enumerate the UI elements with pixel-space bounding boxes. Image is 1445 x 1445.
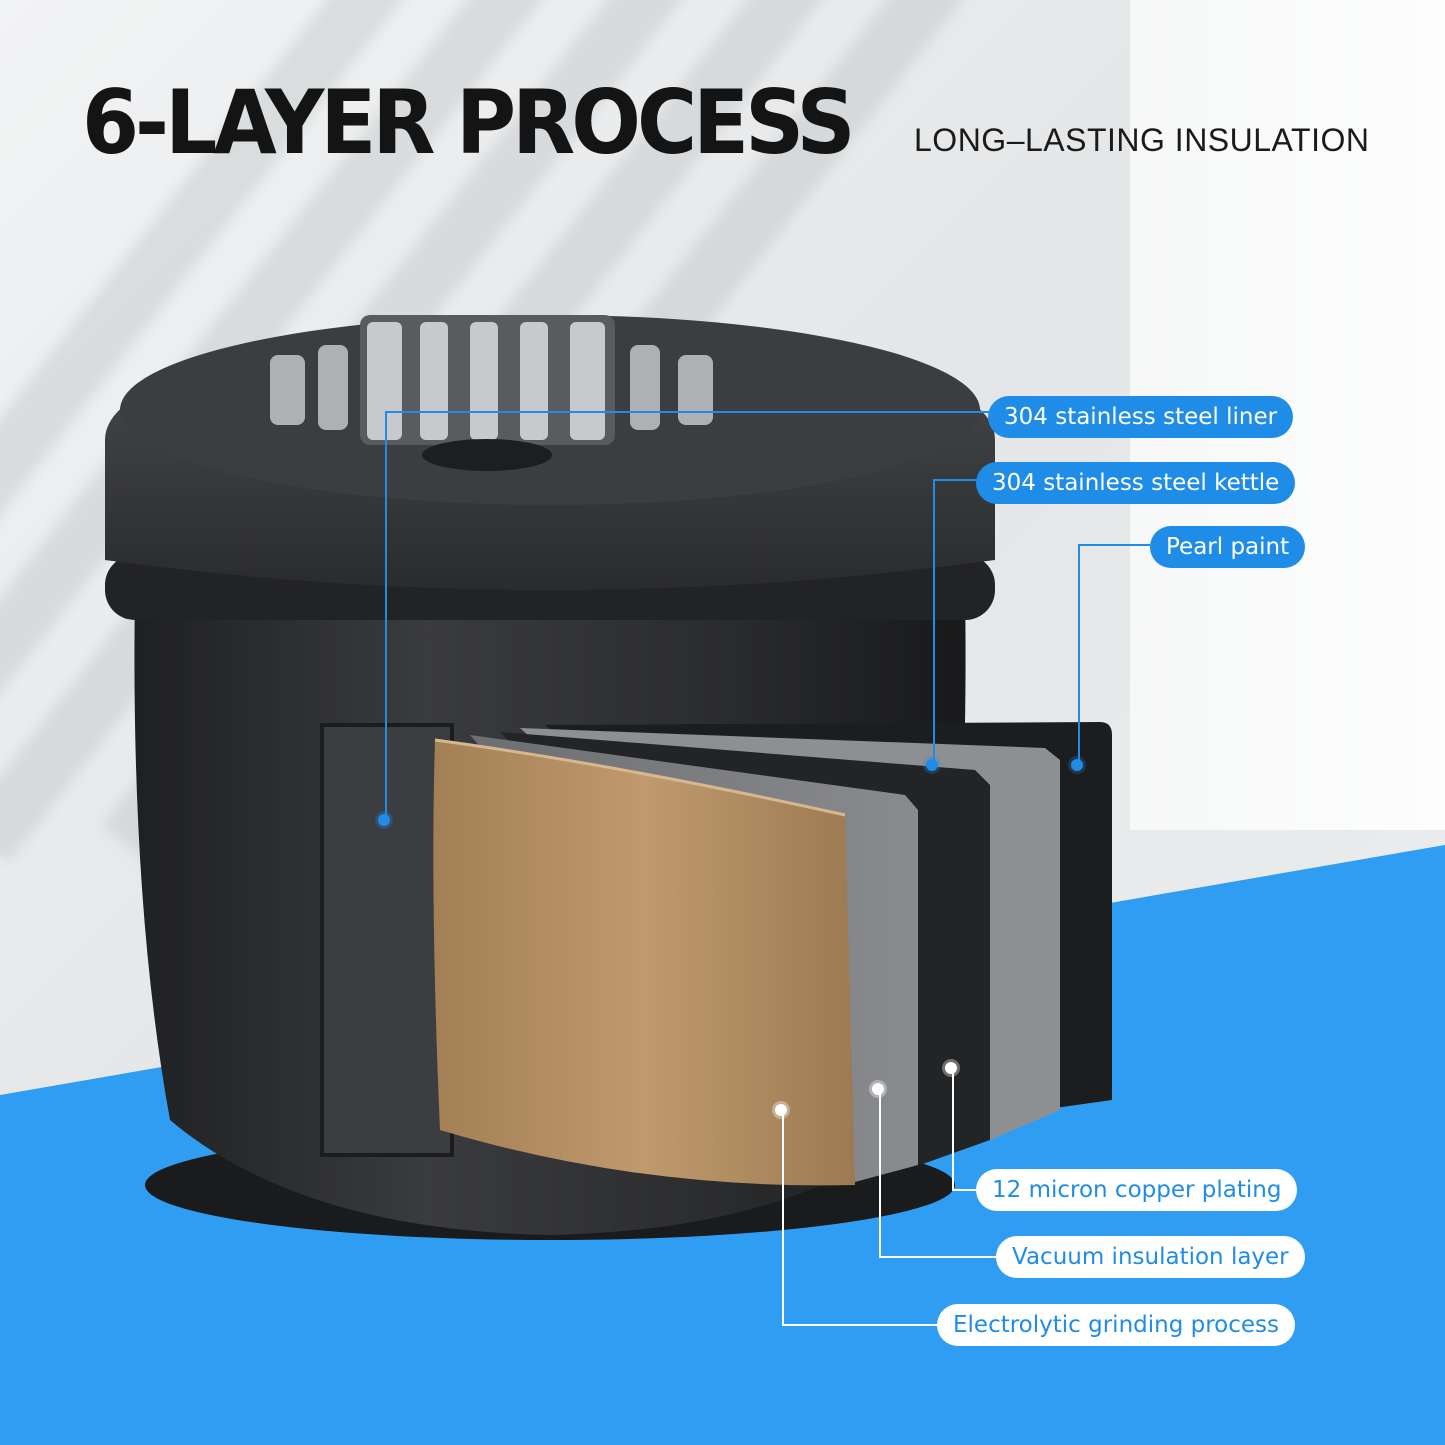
page-subtitle: LONG–LASTING INSULATION xyxy=(914,122,1370,158)
callout-copper-plating: 12 micron copper plating xyxy=(976,1169,1298,1211)
marker-copper-plating xyxy=(945,1062,957,1074)
callout-pearl-paint: Pearl paint xyxy=(1150,526,1306,568)
marker-grinding xyxy=(775,1104,787,1116)
marker-liner xyxy=(378,814,390,826)
callout-vacuum-layer: Vacuum insulation layer xyxy=(996,1236,1305,1278)
callout-kettle: 304 stainless steel kettle xyxy=(976,462,1296,504)
leader-lines xyxy=(385,411,1150,1326)
callout-liner: 304 stainless steel liner xyxy=(988,396,1294,438)
layer-stack xyxy=(433,722,1112,1186)
marker-kettle xyxy=(926,759,938,771)
callout-grinding: Electrolytic grinding process xyxy=(937,1304,1296,1346)
marker-pearl-paint xyxy=(1071,759,1083,771)
page-title: 6-LAYER PROCESS xyxy=(82,72,856,175)
marker-vacuum-layer xyxy=(872,1083,884,1095)
